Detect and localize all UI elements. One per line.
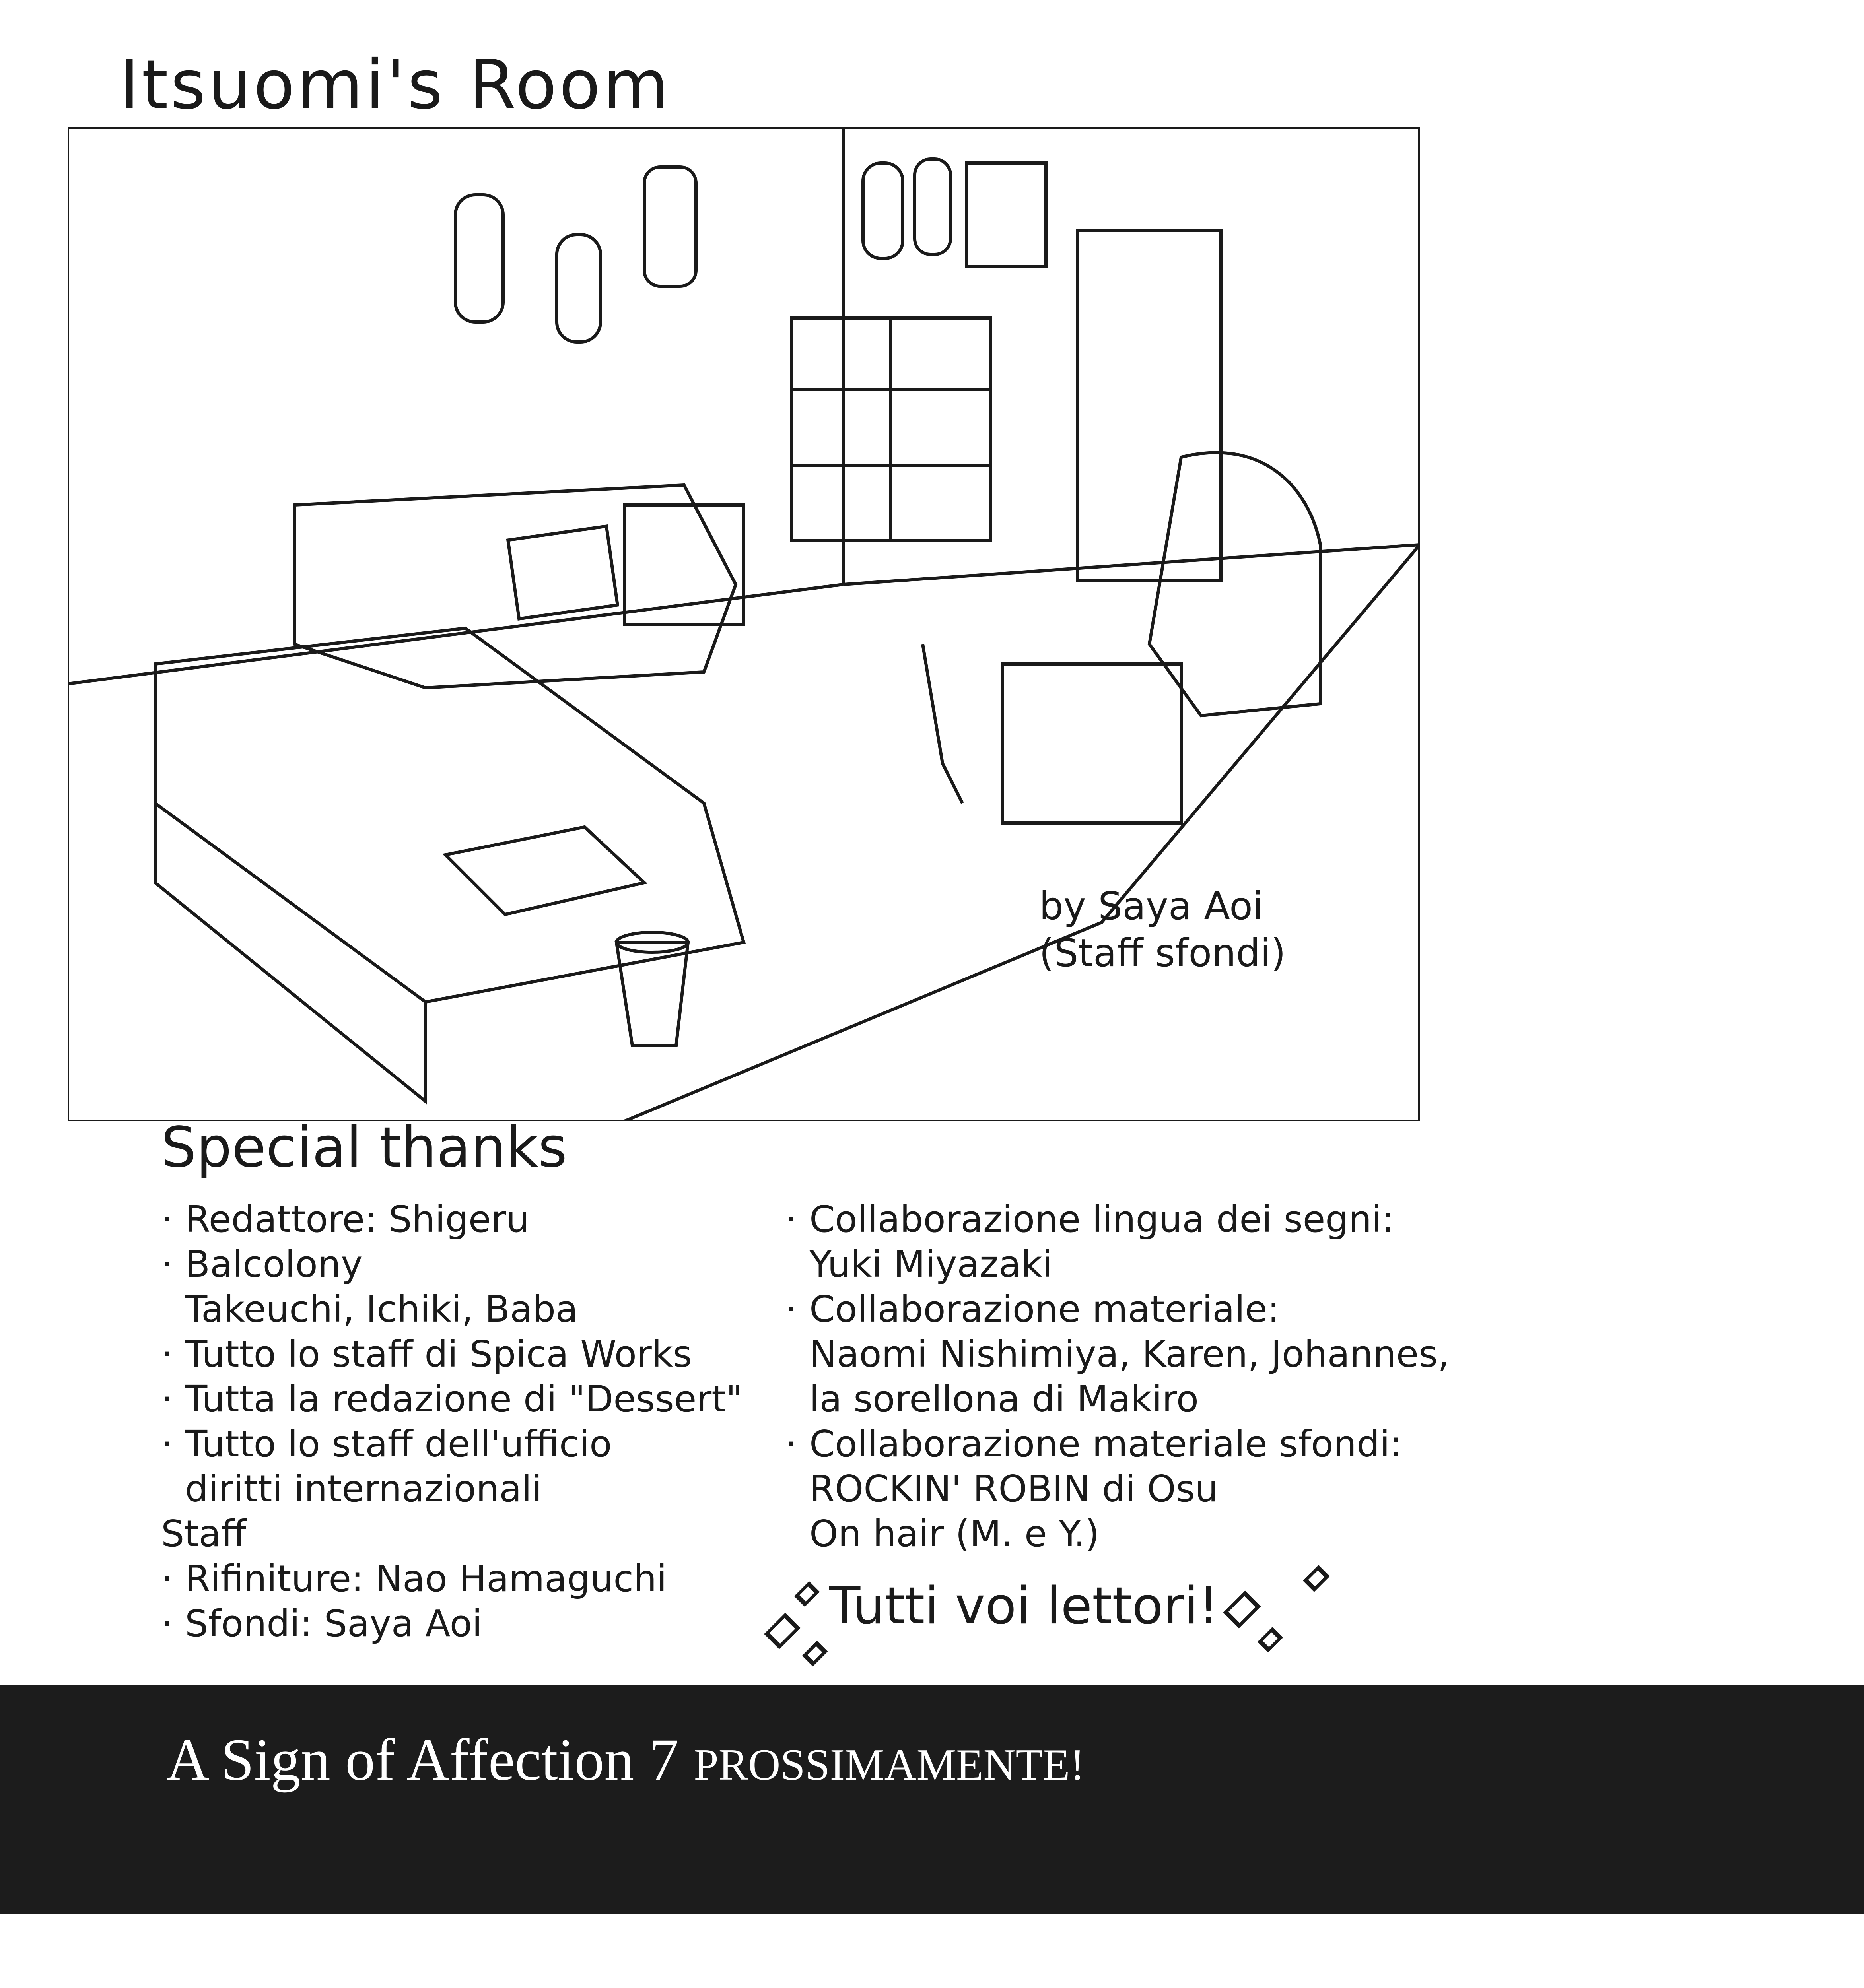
list-item-continuation: ROCKIN' ROBIN di Osu bbox=[809, 1468, 1218, 1510]
right-floor-edge bbox=[843, 543, 1420, 586]
list-item: ·Redattore: Shigeru bbox=[161, 1198, 529, 1241]
list-item: ·Collaborazione materiale sfondi: bbox=[785, 1423, 1402, 1465]
wall-mask bbox=[913, 157, 952, 256]
side-shelf bbox=[623, 503, 745, 626]
list-item: ·Sfondi: Saya Aoi bbox=[161, 1602, 482, 1645]
pillow bbox=[442, 825, 648, 916]
list-item: ·Collaborazione materiale: bbox=[785, 1288, 1280, 1330]
list-item: ·Tutto lo staff dell'ufficio bbox=[161, 1423, 612, 1465]
next-volume-banner bbox=[0, 1685, 1864, 1914]
credit-author: by Saya Aoi bbox=[1039, 884, 1263, 928]
list-item-continuation: Naomi Nishimiya, Karen, Johannes, bbox=[809, 1333, 1450, 1375]
next-volume-text: A Sign of Affection 7 PROSSIMAMENTE! bbox=[166, 1726, 1085, 1794]
list-item-continuation: Yuki Miyazaki bbox=[809, 1243, 1053, 1285]
sofa bbox=[293, 483, 738, 690]
thanks-list-right: ·Collaborazione lingua dei segni: Yuki M… bbox=[785, 1197, 1449, 1556]
bed bbox=[154, 626, 746, 1004]
list-item-continuation: diritti internazionali bbox=[185, 1468, 542, 1510]
list-item: ·Rifiniture: Nao Hamaguchi bbox=[161, 1557, 667, 1600]
illustration-credit: by Saya Aoi (Staff sfondi) bbox=[1039, 883, 1286, 977]
sparkle-icon bbox=[1257, 1627, 1283, 1653]
wall-mask bbox=[555, 233, 602, 344]
list-item: ·Balcolony bbox=[161, 1243, 363, 1285]
banner-suffix: PROSSIMAMENTE! bbox=[694, 1740, 1085, 1790]
sparkle-icon bbox=[794, 1581, 820, 1607]
cushion bbox=[506, 524, 620, 621]
sparkle-icon bbox=[764, 1613, 801, 1649]
left-floor-edge bbox=[68, 583, 844, 685]
wall-tapestry bbox=[965, 161, 1048, 268]
thanks-list-left: ·Redattore: Shigeru ·Balcolony Takeuchi,… bbox=[161, 1197, 743, 1646]
list-item-continuation: Takeuchi, Ichiki, Baba bbox=[185, 1288, 578, 1330]
wall-mask bbox=[861, 161, 904, 260]
room-illustration bbox=[68, 127, 1420, 1121]
list-item: ·Tutto lo staff di Spica Works bbox=[161, 1333, 692, 1375]
credit-role: (Staff sfondi) bbox=[1039, 931, 1286, 975]
boxes bbox=[1001, 662, 1183, 825]
staff-subheading: Staff bbox=[161, 1512, 247, 1555]
list-item-continuation: On hair (M. e Y.) bbox=[809, 1512, 1100, 1555]
list-item: ·Tutta la redazione di "Dessert" bbox=[161, 1378, 743, 1420]
wall-mask bbox=[454, 193, 505, 324]
special-thanks-heading: Special thanks bbox=[161, 1115, 568, 1180]
chair bbox=[921, 644, 964, 804]
readers-thanks: Tutti voi lettori! bbox=[829, 1576, 1219, 1636]
door bbox=[1076, 229, 1223, 582]
sparkle-icon bbox=[1223, 1590, 1261, 1629]
trash-bin bbox=[614, 941, 690, 1047]
list-item: ·Collaborazione lingua dei segni: bbox=[785, 1198, 1394, 1241]
list-item-continuation: la sorellona di Makiro bbox=[809, 1378, 1199, 1420]
bed-base bbox=[154, 803, 427, 1105]
sparkle-icon bbox=[1303, 1565, 1330, 1592]
sparkle-icon bbox=[802, 1640, 828, 1667]
right-floor-front bbox=[624, 544, 1420, 1121]
wall-mask bbox=[643, 165, 698, 288]
banner-main: A Sign of Affection 7 bbox=[166, 1727, 679, 1793]
coat bbox=[1147, 451, 1322, 718]
page-title: Itsuomi's Room bbox=[119, 46, 671, 124]
